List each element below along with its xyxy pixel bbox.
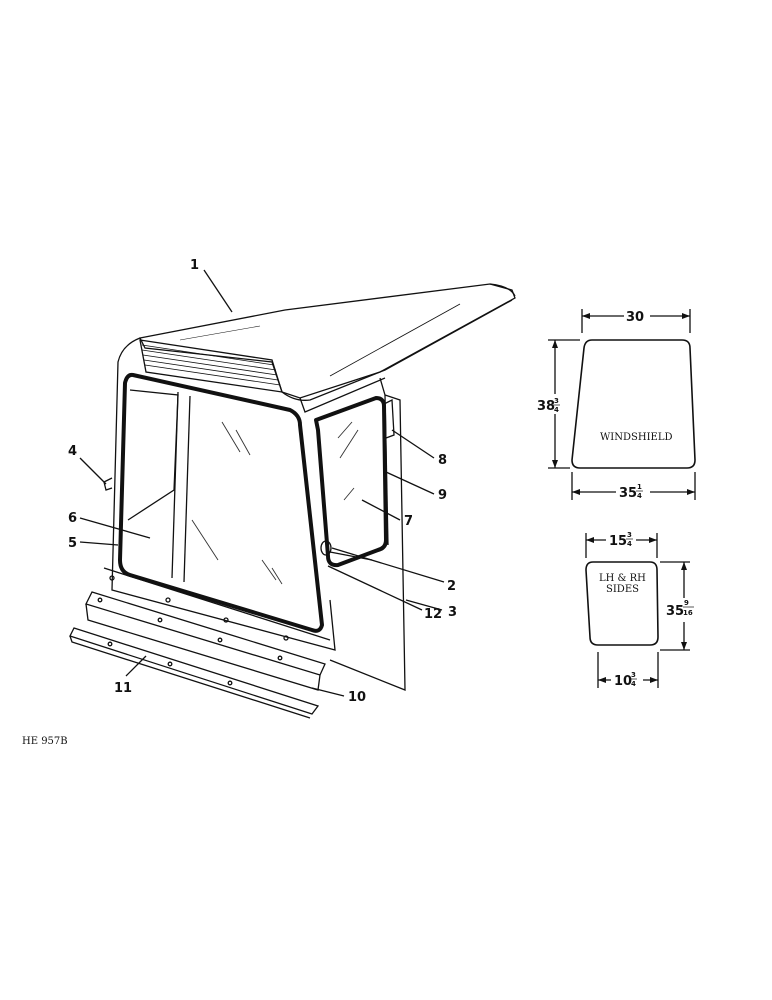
svg-text:9: 9 — [684, 599, 689, 607]
callout-10: 10 — [348, 690, 366, 705]
base-angle — [69, 627, 320, 719]
roof-vent — [139, 339, 283, 393]
callout-9: 9 — [438, 488, 447, 503]
side-glass-pattern: LH & RH SIDES 15 3 4 35 9 16 10 3 4 — [585, 531, 698, 689]
side-panel — [329, 377, 406, 691]
callout-7: 7 — [404, 514, 413, 529]
side-window-seal — [314, 396, 388, 568]
callout-3: 3 — [448, 605, 457, 620]
svg-text:4: 4 — [631, 680, 636, 688]
windshield-pattern: WINDSHIELD 30 38 3 4 35 1 4 — [535, 307, 696, 501]
side-window-glass — [337, 421, 359, 501]
grab-handle — [103, 477, 113, 491]
figure-reference: HE 957B — [22, 736, 68, 747]
callout-6: 6 — [68, 511, 77, 526]
svg-text:16: 16 — [683, 609, 693, 617]
mounting-angle — [85, 591, 326, 691]
callout-2: 2 — [447, 579, 456, 594]
svg-text:3: 3 — [554, 397, 559, 405]
svg-text:1: 1 — [637, 483, 642, 491]
side-glass-outline — [585, 561, 659, 646]
side-height-dim: 35 — [666, 604, 684, 619]
windshield-height-dim: 38 — [537, 399, 555, 414]
callout-4: 4 — [68, 444, 77, 459]
svg-text:3: 3 — [627, 531, 632, 539]
cab-assembly — [69, 283, 516, 719]
hinge-bracket — [383, 398, 395, 439]
windshield-glass — [191, 421, 283, 585]
side-bottom-dim: 10 — [614, 674, 632, 689]
callout-5: 5 — [68, 536, 77, 551]
side-label-line1: LH & RH — [599, 573, 646, 584]
windshield-outline — [571, 339, 696, 469]
callout-1: 1 — [190, 258, 199, 273]
svg-text:4: 4 — [554, 406, 559, 414]
windshield-bottom-dim: 35 — [619, 486, 637, 501]
windshield-top-dim: 30 — [626, 310, 644, 325]
roof-panel — [139, 283, 516, 399]
windshield-seal — [118, 372, 324, 633]
callout-labels: 1 2 3 4 5 6 7 8 9 10 11 12 — [68, 258, 457, 705]
callout-leaders — [79, 269, 445, 697]
door-latch — [320, 540, 332, 556]
callout-12: 12 — [424, 607, 442, 622]
side-top-dim: 15 — [609, 534, 627, 549]
svg-text:3: 3 — [631, 671, 636, 679]
windshield-label: WINDSHIELD — [600, 432, 672, 443]
callout-8: 8 — [438, 453, 447, 468]
svg-text:4: 4 — [637, 492, 642, 500]
side-label-line2: SIDES — [606, 584, 639, 595]
svg-text:4: 4 — [627, 540, 632, 548]
callout-11: 11 — [114, 681, 132, 696]
